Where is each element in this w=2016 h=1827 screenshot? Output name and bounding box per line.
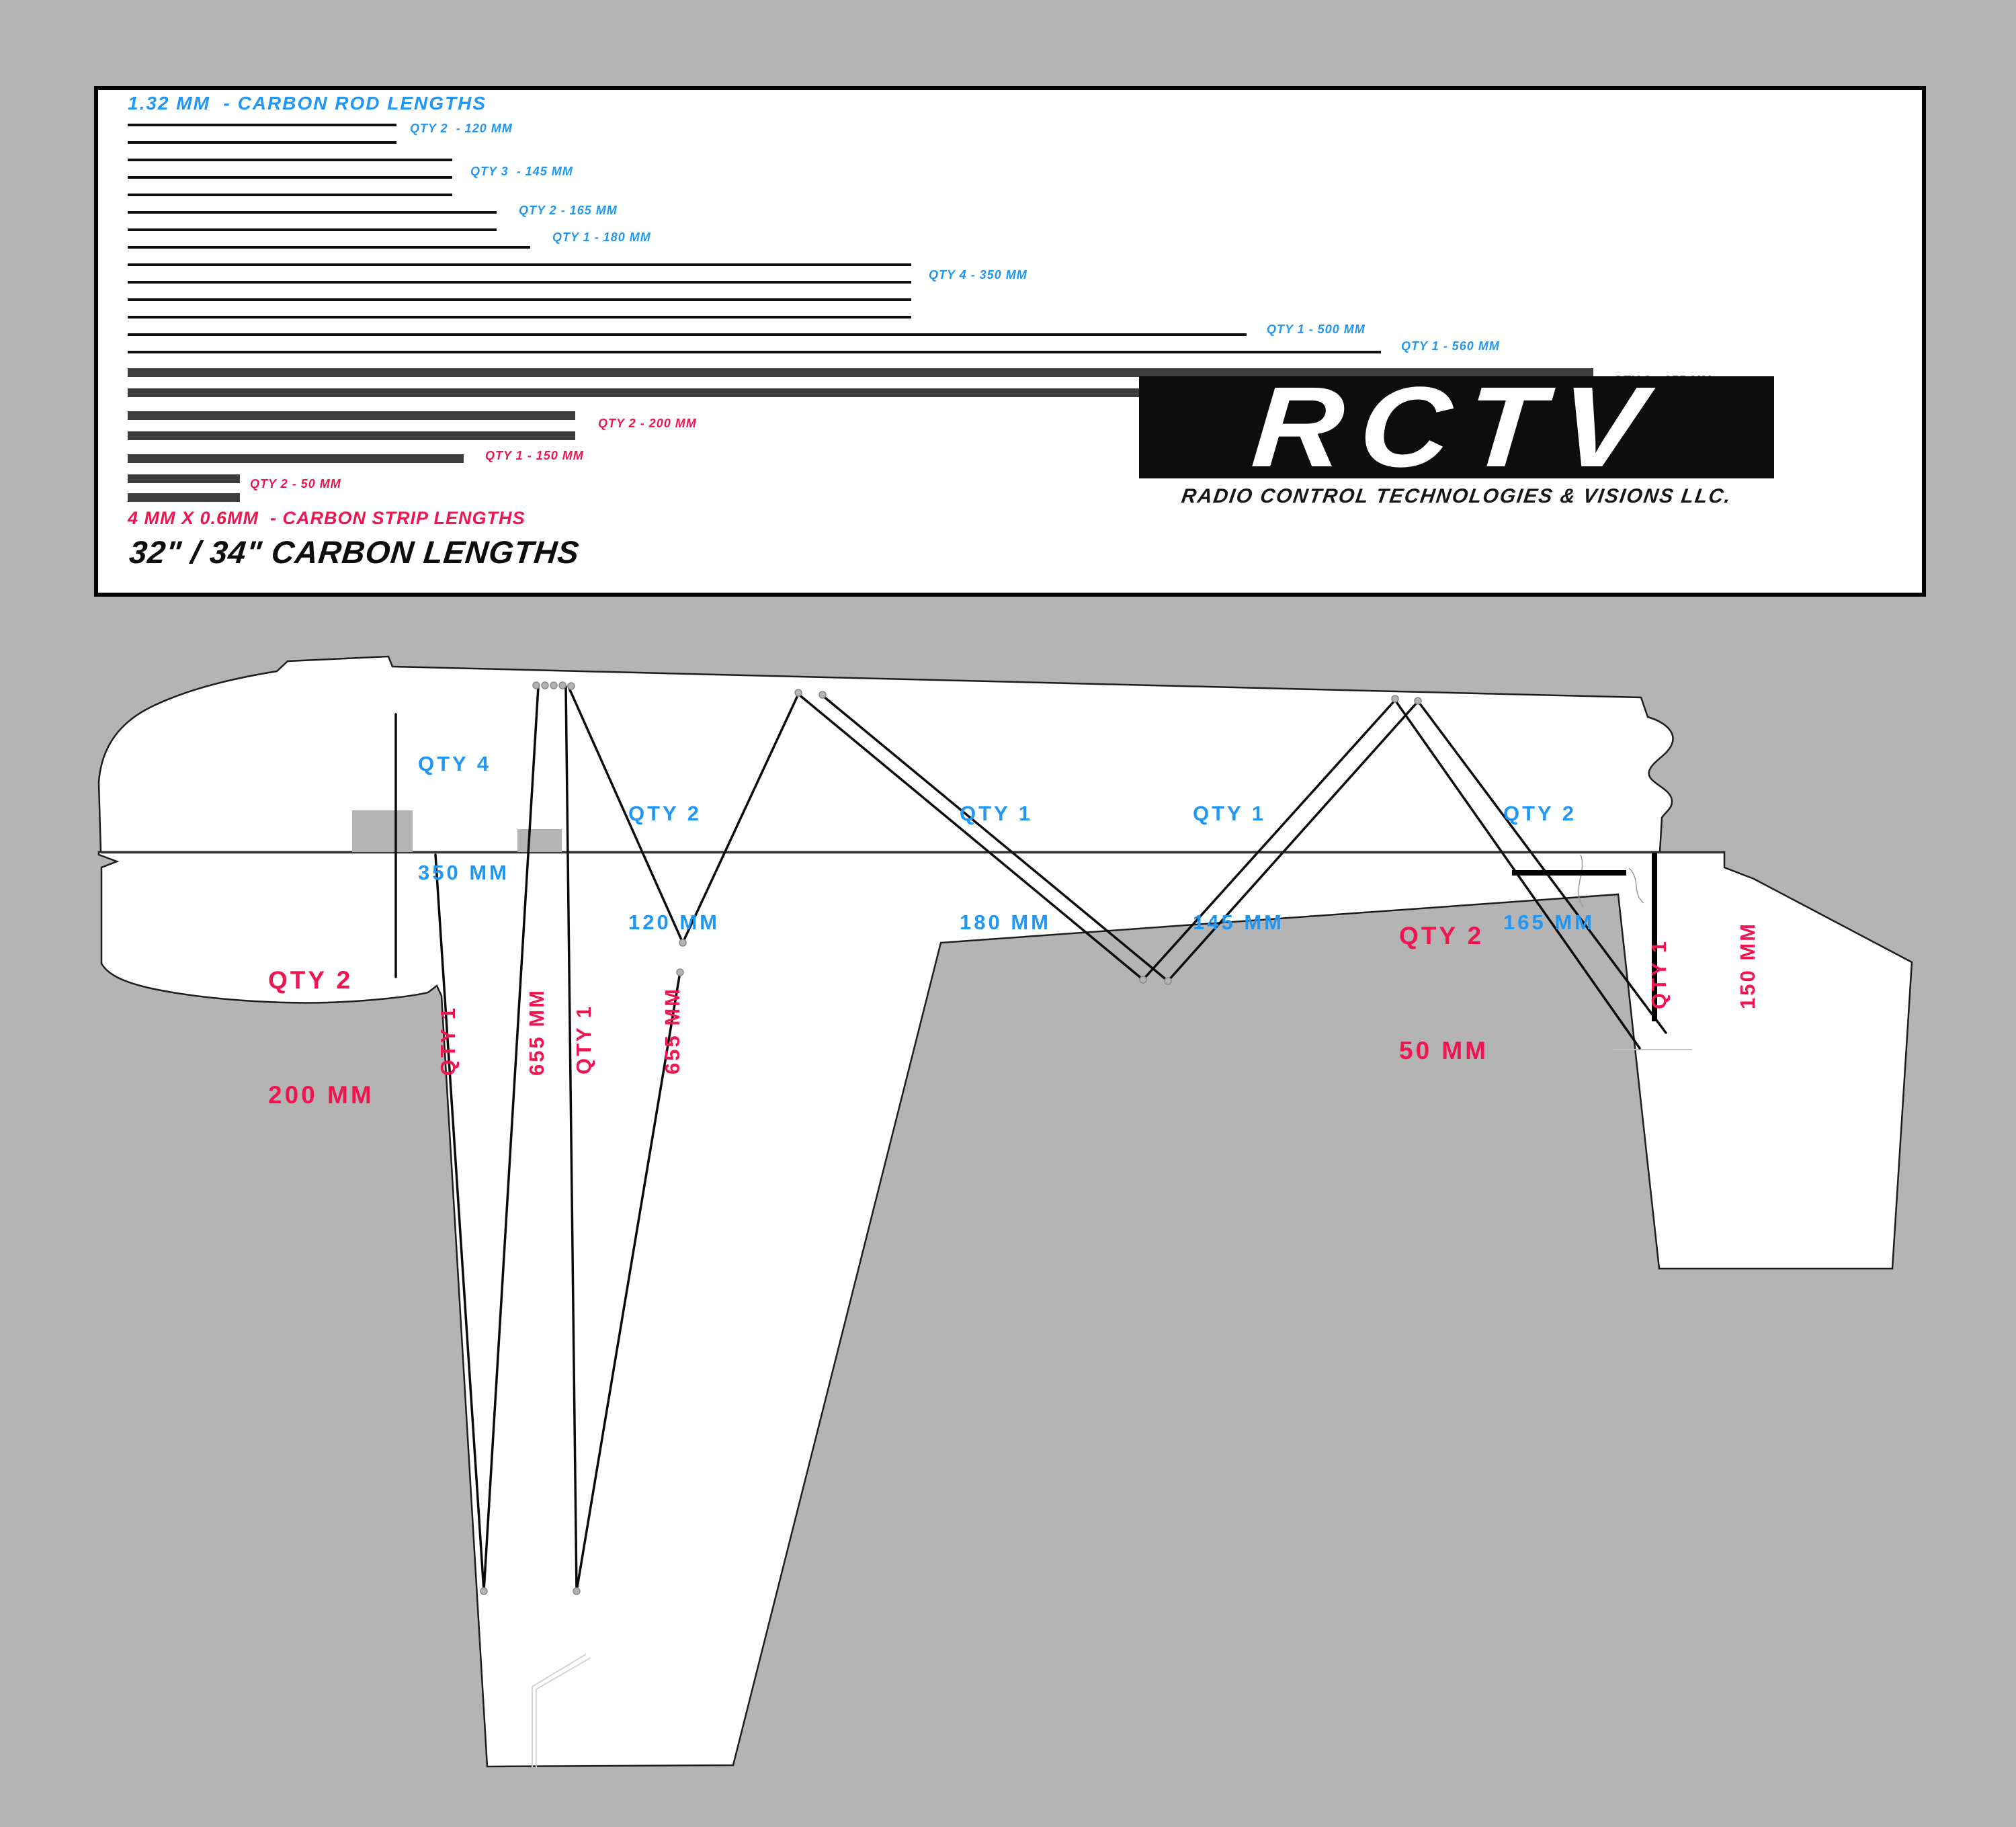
strip-label: QTY 2 - 50 MM — [250, 477, 341, 491]
rod-line — [128, 281, 911, 284]
label-strip-150: QTY 1 150 MM — [1585, 922, 1792, 1009]
rod-line-655a-right — [482, 685, 540, 1592]
tab-notch-left — [352, 810, 413, 852]
rudder-detail-curve-1 — [1578, 854, 1584, 908]
strip-line — [128, 493, 240, 502]
rod-label: QTY 1 - 500 MM — [1267, 323, 1366, 336]
rod-line — [128, 246, 530, 249]
label-strip-150-mm: 150 MM — [1736, 922, 1759, 1009]
rod-line — [128, 316, 911, 318]
rod-label: QTY 1 - 560 MM — [1401, 339, 1500, 353]
belly-wing-rudder-shape — [97, 851, 1913, 1768]
wing-fold-line-2 — [536, 1657, 591, 1767]
rod-line — [128, 333, 1247, 336]
rod-line-145-right — [1167, 700, 1419, 982]
label-rod-350-qty: QTY 4 — [418, 752, 492, 775]
rod-line-180-right — [1142, 699, 1396, 981]
label-strip-655b-qty: QTY 1 — [572, 1004, 595, 1074]
rod-line-145-left — [822, 695, 1169, 982]
tab-notch-right — [517, 829, 562, 852]
strip-label: QTY 1 - 150 MM — [485, 449, 584, 462]
rod-line — [128, 298, 911, 301]
label-rod-120-mm: 120 MM — [628, 910, 720, 934]
rod-lengths-title: 1.32 MM - CARBON ROD LENGTHS — [128, 93, 487, 114]
rod-label: QTY 4 - 350 MM — [929, 268, 1027, 282]
strip-line — [128, 454, 464, 463]
label-rod-350: QTY 4 350 MM — [418, 673, 509, 927]
rod-line-655b-right — [575, 971, 681, 1592]
rod-line — [128, 141, 396, 144]
label-rod-145-mm: 145 MM — [1193, 910, 1284, 934]
label-rod-145: QTY 1 145 MM — [1193, 723, 1284, 977]
rod-line — [128, 263, 911, 266]
label-strip-50: QTY 2 50 MM — [1399, 840, 1488, 1108]
label-rod-350-mm: 350 MM — [418, 861, 509, 884]
label-rod-165-mm: 165 MM — [1503, 910, 1595, 934]
rudder-detail-curve-2 — [1628, 867, 1644, 904]
strip-line — [128, 474, 240, 483]
rod-line-165-b — [1418, 702, 1667, 1034]
rod-label: QTY 2 - 165 MM — [519, 204, 618, 217]
rod-line — [128, 124, 396, 126]
wing-fold-line-1 — [532, 1654, 587, 1767]
rod-line — [128, 159, 452, 161]
rod-line — [128, 211, 497, 214]
label-strip-150-qty: QTY 1 — [1647, 939, 1671, 1009]
carbon-lengths-panel — [94, 86, 1926, 597]
rctv-logo: RCTV — [1139, 364, 1774, 491]
anchor-dots — [480, 681, 1422, 1595]
label-rod-180-qty: QTY 1 — [960, 802, 1034, 825]
label-rod-180-mm: 180 MM — [960, 910, 1051, 934]
rod-line — [128, 351, 1381, 353]
strip-line — [128, 368, 1593, 377]
label-strip-50-qty: QTY 2 — [1399, 922, 1484, 949]
label-rod-145-qty: QTY 1 — [1193, 802, 1267, 825]
rod-line-120-right — [681, 693, 800, 944]
rod-line — [128, 228, 497, 231]
rod-line-655a-left — [434, 853, 485, 1592]
rod-label: QTY 3 - 145 MM — [470, 165, 573, 178]
rod-line-655b-left — [564, 685, 578, 1592]
label-strip-655-b: QTY 1 655 MM — [510, 987, 717, 1074]
label-rod-120: QTY 2 120 MM — [628, 723, 720, 977]
label-strip-200-qty: QTY 2 — [268, 966, 353, 994]
label-strip-655b-mm: 655 MM — [661, 987, 684, 1074]
rod-line-180-left — [797, 693, 1144, 981]
rod-line-120-left — [567, 685, 684, 944]
rod-line — [128, 176, 452, 179]
strip-lengths-title: 4 MM X 0.6MM - CARBON STRIP LENGTHS — [128, 508, 526, 528]
rod-line — [128, 194, 452, 196]
label-rod-165-qty: QTY 2 — [1503, 802, 1577, 825]
label-rod-120-qty: QTY 2 — [628, 802, 702, 825]
label-strip-50-mm: 50 MM — [1399, 1037, 1489, 1064]
strip-line — [128, 431, 575, 440]
rod-label: QTY 2 - 120 MM — [410, 122, 513, 135]
strip-line — [128, 411, 575, 420]
label-strip-655a-qty: QTY 1 — [436, 1005, 460, 1076]
fuselage-profile-shape — [97, 655, 1674, 853]
label-rod-165: QTY 2 165 MM — [1503, 723, 1595, 977]
label-rod-180: QTY 1 180 MM — [960, 723, 1051, 977]
strip-label: QTY 2 - 200 MM — [598, 417, 697, 430]
rod-label: QTY 1 - 180 MM — [552, 230, 651, 244]
label-strip-200-mm: 200 MM — [268, 1081, 374, 1109]
label-strip-200: QTY 2 200 MM — [268, 884, 374, 1152]
